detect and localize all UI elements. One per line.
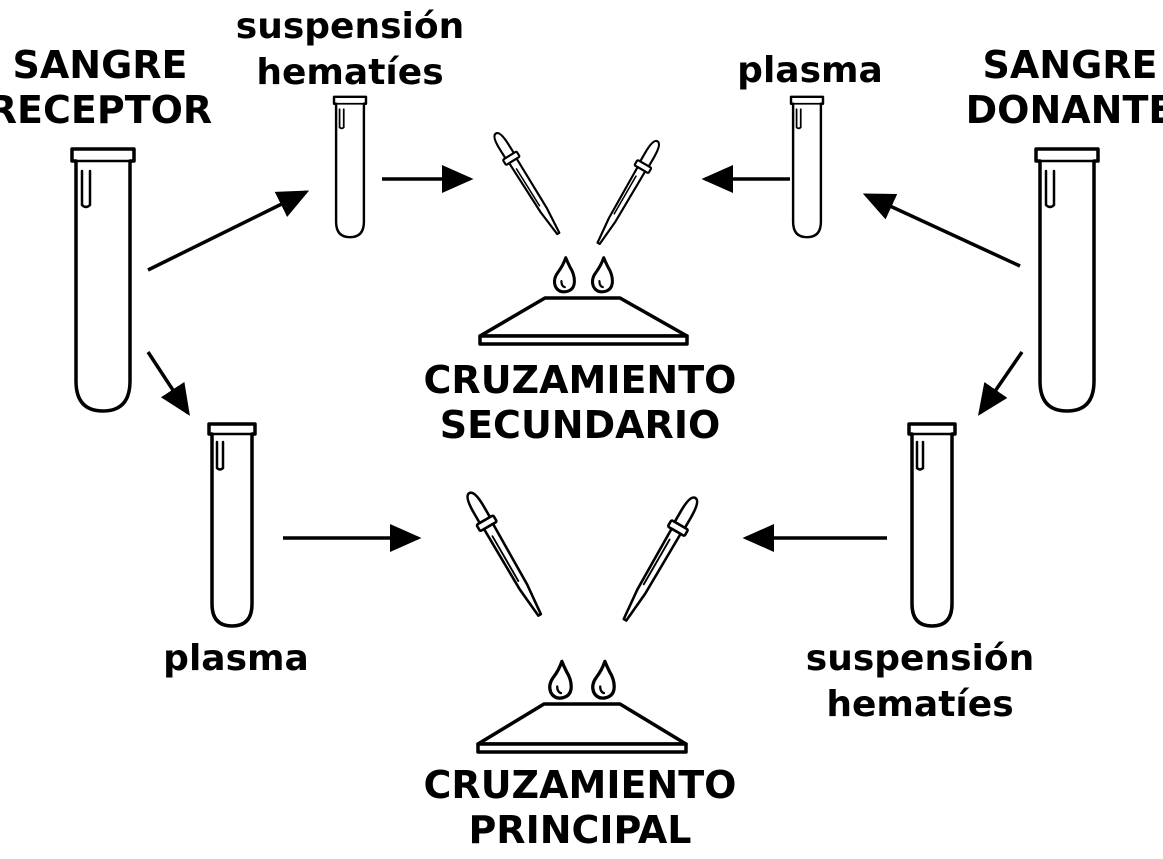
- main-left-dropper-icon: [461, 488, 548, 619]
- bottom-right-suspension-line-1: suspensión: [806, 638, 1034, 679]
- recipient-blood-label: SANGRE RECEPTOR: [0, 43, 212, 132]
- arrow-icon-donor-to-plasma: [862, 193, 1021, 268]
- main-drop-right-icon: [590, 659, 617, 700]
- top-left-suspension-label: suspensión hematíes: [236, 6, 464, 93]
- donor-blood-line-2: DONANTE: [966, 88, 1163, 132]
- bottom-left-plasma-tube-icon: [207, 422, 257, 628]
- donor-blood-tube-icon: [1036, 149, 1098, 411]
- top-left-suspension-tube-icon: [332, 95, 368, 239]
- recipient-blood-tube-icon: [72, 149, 134, 411]
- arrow-icon-recipient-to-plasma: [146, 351, 190, 416]
- donor-blood-label: SANGRE DONANTE: [966, 43, 1163, 132]
- main-crossmatch-label: CRUZAMIENTO PRINCIPAL: [424, 763, 737, 852]
- secondary-right-dropper-icon: [592, 137, 665, 247]
- secondary-slide-icon: [478, 296, 689, 346]
- secondary-crossmatch-label: CRUZAMIENTO SECUNDARIO: [424, 358, 737, 447]
- main-crossmatch-line-2: PRINCIPAL: [468, 808, 691, 852]
- secondary-drop-right-icon: [590, 255, 615, 294]
- bottom-right-suspension-label: suspensión hematíes: [806, 638, 1034, 725]
- top-right-plasma-tube-icon: [789, 95, 825, 239]
- top-left-suspension-line-1: suspensión: [236, 6, 464, 47]
- secondary-drop-left-icon: [552, 255, 577, 294]
- secondary-crossmatch-line-1: CRUZAMIENTO: [424, 358, 737, 402]
- arrow-icon-donor-to-suspension: [978, 351, 1024, 416]
- bottom-left-plasma-label: plasma: [163, 638, 309, 679]
- recipient-blood-line-2: RECEPTOR: [0, 88, 212, 132]
- main-crossmatch-line-1: CRUZAMIENTO: [424, 763, 737, 807]
- main-right-dropper-icon: [617, 493, 704, 624]
- top-left-suspension-line-2: hematíes: [256, 52, 443, 93]
- bottom-right-suspension-line-2: hematíes: [826, 684, 1013, 725]
- secondary-crossmatch-line-2: SECUNDARIO: [440, 403, 721, 447]
- arrow-icon-recipient-to-suspension: [147, 190, 310, 272]
- top-right-plasma-label: plasma: [737, 50, 883, 91]
- donor-blood-line-1: SANGRE: [983, 43, 1158, 87]
- main-slide-icon: [476, 702, 688, 754]
- secondary-left-dropper-icon: [489, 129, 565, 237]
- main-drop-left-icon: [547, 659, 574, 700]
- recipient-blood-line-1: SANGRE: [13, 43, 188, 87]
- bottom-right-suspension-tube-icon: [907, 422, 957, 628]
